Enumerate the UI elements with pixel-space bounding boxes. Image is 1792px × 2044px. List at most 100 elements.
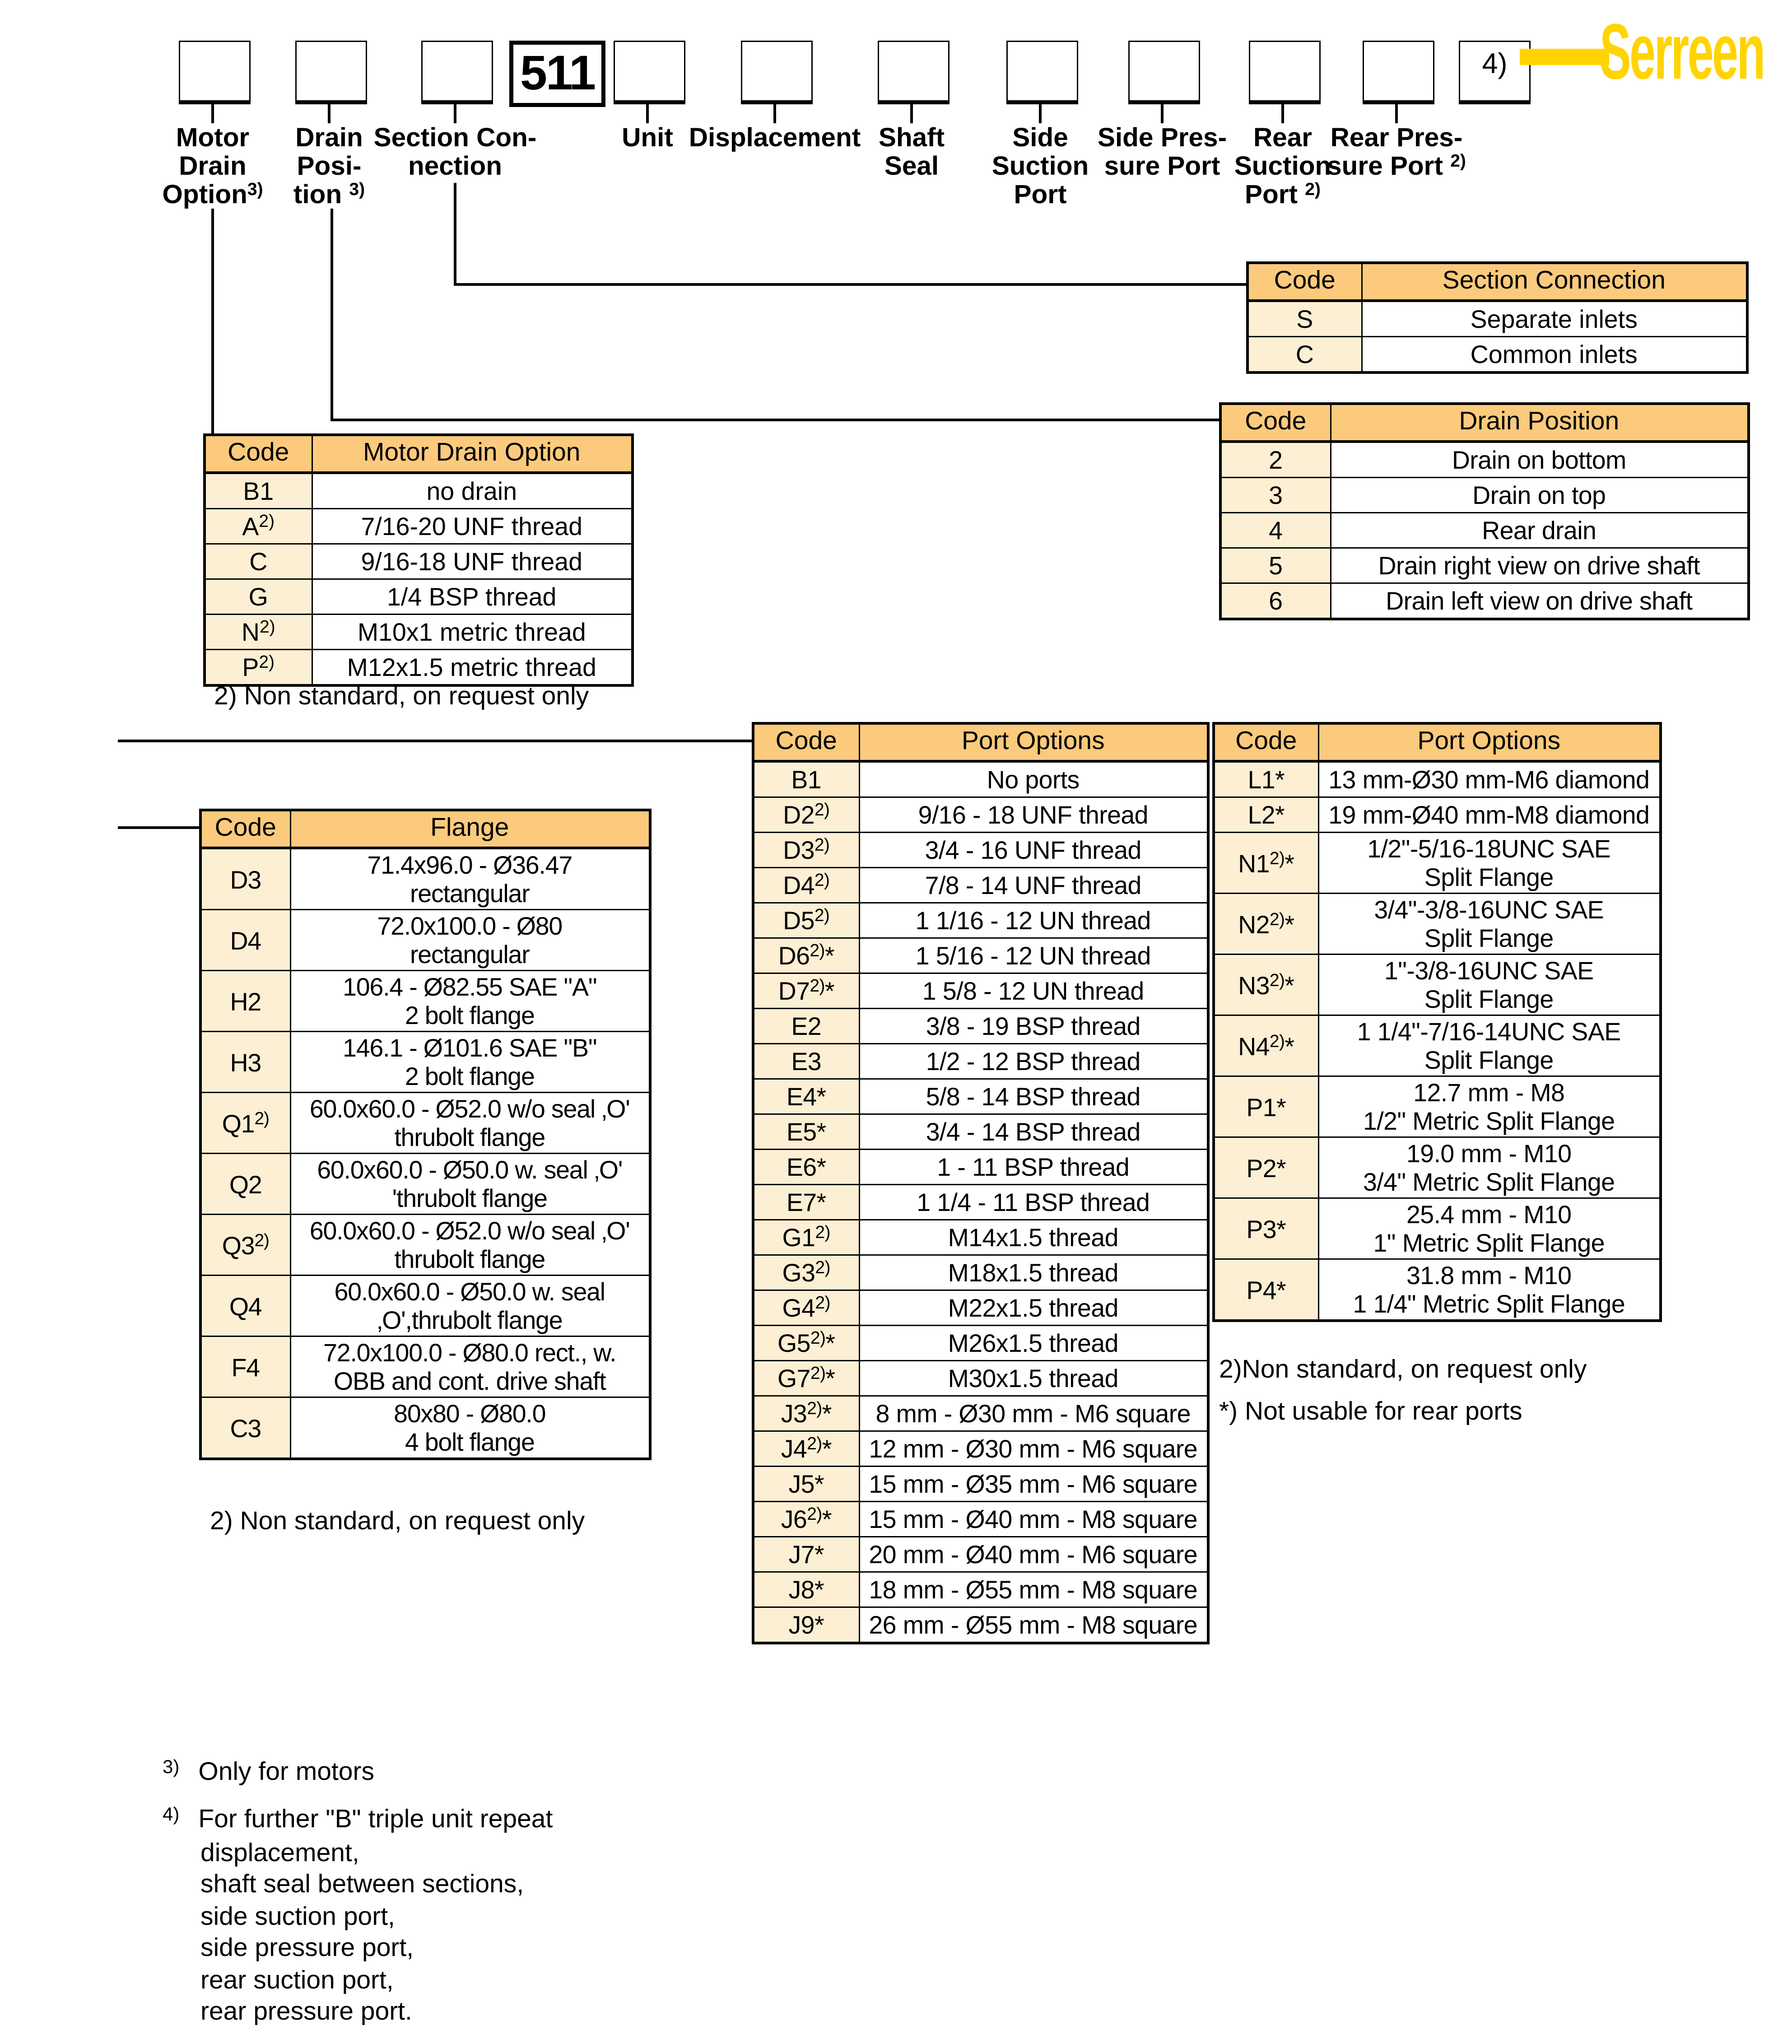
option-cell: M18x1.5 thread <box>858 1254 1209 1291</box>
option-cell: 12 mm - Ø30 mm - M6 square <box>858 1430 1209 1467</box>
code-cell: H3 <box>200 1031 291 1093</box>
option-cell: 9/16 - 18 UNF thread <box>858 796 1209 833</box>
code-cell: J42)* <box>752 1430 860 1467</box>
code-cell: E5* <box>752 1113 860 1150</box>
option-cell: 3/4 - 16 UNF thread <box>858 832 1209 868</box>
column-header: Code <box>752 722 860 763</box>
option-cell: 146.1 - Ø101.6 SAE "B"2 bolt flange <box>289 1031 651 1093</box>
option-cell: Drain left view on drive shaft <box>1329 582 1750 620</box>
table-row: J62)*15 mm - Ø40 mm - M8 square <box>752 1501 1209 1537</box>
footnote-3-marker: 3) <box>163 1755 180 1777</box>
footnote-line: side pressure port, <box>200 1934 414 1963</box>
code-cell: L2* <box>1213 796 1319 833</box>
code-cell: G <box>204 578 312 615</box>
code-box-blank <box>614 41 685 104</box>
code-cell: D22) <box>752 796 860 833</box>
option-cell: 26 mm - Ø55 mm - M8 square <box>858 1606 1209 1644</box>
code-cell: C3 <box>200 1397 291 1460</box>
code-cell: C <box>1247 336 1362 373</box>
option-cell: 1 1/16 - 12 UN thread <box>858 902 1209 939</box>
table-row: E5*3/4 - 14 BSP thread <box>752 1113 1209 1150</box>
option-cell: M26x1.5 thread <box>858 1325 1209 1361</box>
column-header: Code <box>1213 722 1319 763</box>
table-row: N2)M10x1 metric thread <box>204 614 633 650</box>
position-label-displacement: Displacement <box>689 123 861 153</box>
column-header: Flange <box>289 809 651 849</box>
option-cell: 7/8 - 14 UNF thread <box>858 867 1209 903</box>
column-header: Port Options <box>858 722 1209 763</box>
option-cell: 72.0x100.0 - Ø80.0 rect., w.OBB and cont… <box>289 1336 651 1398</box>
code-box-blank <box>741 41 813 104</box>
code-cell: D72)* <box>752 973 860 1009</box>
column-header: Code <box>204 434 312 474</box>
position-label-unit: Unit <box>622 123 673 153</box>
code-cell: B1 <box>204 472 312 509</box>
code-cell: N2) <box>204 614 312 650</box>
option-cell: M30x1.5 thread <box>858 1360 1209 1397</box>
code-cell: D4 <box>200 909 291 971</box>
position-label-side-pressure-port: Side Pres-sure Port <box>1097 123 1227 182</box>
option-cell: 13 mm-Ø30 mm-M6 diamond <box>1317 760 1662 798</box>
connector-line <box>910 104 913 123</box>
footnote-line: displacement, <box>200 1839 359 1867</box>
option-cell: Separate inlets <box>1360 300 1748 337</box>
code-cell: D32) <box>752 832 860 868</box>
footnote-3: 3) Only for motors <box>163 1755 374 1789</box>
table-row: J5*15 mm - Ø35 mm - M6 square <box>752 1466 1209 1502</box>
code-cell: J8* <box>752 1571 860 1608</box>
footnote-3-text: Only for motors <box>198 1758 374 1787</box>
code-cell: 6 <box>1219 582 1331 620</box>
code-cell: J5* <box>752 1466 860 1502</box>
footnote-motor-drain: 2) Non standard, on request only <box>214 683 589 711</box>
connector-line <box>211 104 214 123</box>
table-row: G52)*M26x1.5 thread <box>752 1325 1209 1361</box>
code-box-511: 511 <box>509 41 605 107</box>
option-cell: Rear drain <box>1329 512 1750 549</box>
logo-wordmark: Serreen <box>1600 8 1765 96</box>
option-cell: 18 mm - Ø55 mm - M8 square <box>858 1571 1209 1608</box>
table-row: D22)9/16 - 18 UNF thread <box>752 796 1209 833</box>
option-cell: Drain right view on drive shaft <box>1329 547 1750 584</box>
code-cell: J7* <box>752 1536 860 1573</box>
table-row: L2*19 mm-Ø40 mm-M8 diamond <box>1213 796 1662 833</box>
code-cell: G12) <box>752 1219 860 1256</box>
table-row: G12)M14x1.5 thread <box>752 1219 1209 1256</box>
option-cell: 3/8 - 19 BSP thread <box>858 1008 1209 1044</box>
code-cell: N12)* <box>1213 832 1319 894</box>
code-box-blank <box>1128 41 1200 104</box>
code-cell: A2) <box>204 508 312 545</box>
code-cell: S <box>1247 300 1362 337</box>
footnote-line: 4)For further "B" triple unit repeat <box>163 1803 553 1834</box>
connector-line <box>1395 104 1398 123</box>
code-cell: E7* <box>752 1184 860 1220</box>
code-cell: D52) <box>752 902 860 939</box>
code-box-blank <box>179 41 251 104</box>
code-cell: G32) <box>752 1254 860 1291</box>
option-cell: No ports <box>858 760 1209 798</box>
code-cell: J62)* <box>752 1501 860 1537</box>
code-cell: G52)* <box>752 1325 860 1361</box>
